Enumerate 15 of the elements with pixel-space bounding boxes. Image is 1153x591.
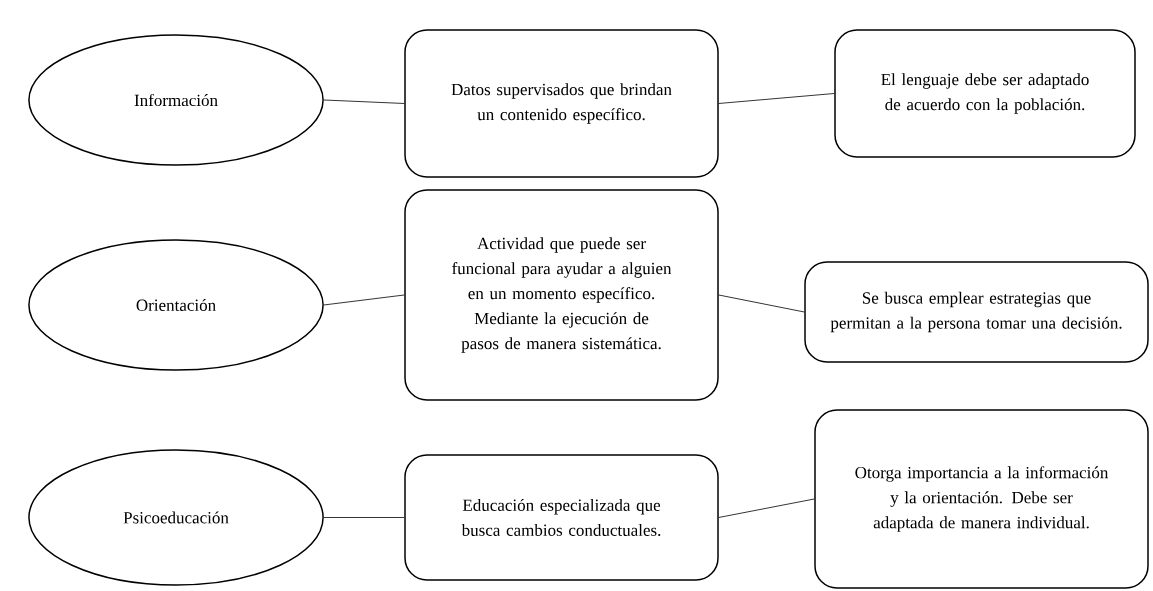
connector-line [718,93,835,104]
rounded-box: Se busca emplear estrategias que permitan a la persona tomar una decisión. [804,261,1149,363]
rounded-box: El lenguaje debe ser adaptado de acuerdo con la población. [834,29,1136,158]
rounded-box: Otorga importancia a la información y la orientación. Debe ser adaptada de manera individual. [814,409,1149,589]
rounded-box: Datos supervisados que brindan un contenido específico. [404,29,719,178]
connector-line [718,498,815,518]
connector-line [718,294,805,313]
ellipse-node: Información [28,34,324,166]
rounded-box: Educación especializada que busca cambios conductuales. [404,454,719,581]
rounded-box: Actividad que puede ser funcional para ayudar a alguien en un momento específico. Mediante la ejecución de pasos de manera sistemática. [404,189,719,401]
connector-line [323,517,405,518]
connector-line [323,294,405,306]
ellipse-node: Orientación [28,239,324,371]
ellipse-node: Psicoeducación [28,449,324,586]
connector-line [323,99,405,104]
